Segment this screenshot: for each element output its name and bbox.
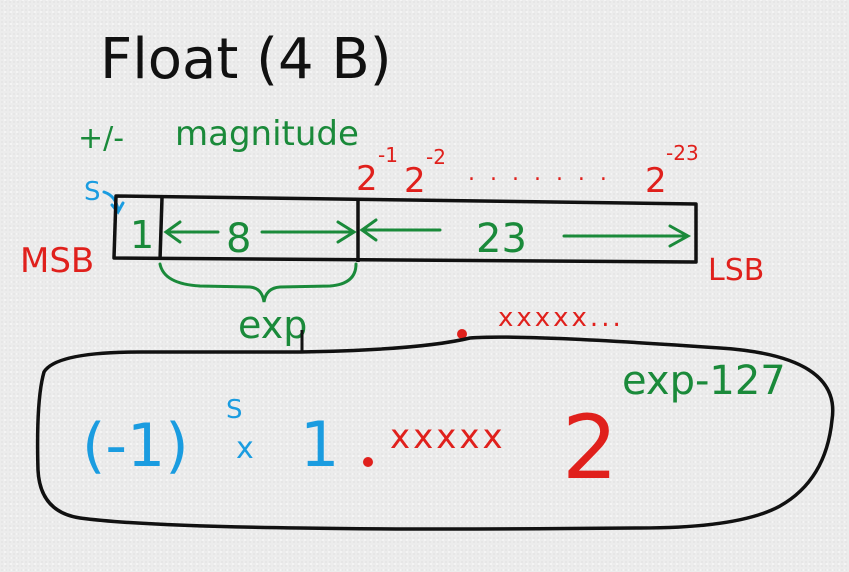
formula: (-1) S x 1 xxxxx 2 exp-127	[82, 358, 786, 499]
lsb-label: LSB	[708, 253, 764, 288]
power-last-exp: -23	[666, 141, 699, 165]
power-second-base: 2	[404, 161, 426, 201]
powers-row: 2 -1 2 -2 . . . . . . . 2 -23	[356, 141, 699, 201]
formula-base: 2	[562, 396, 618, 499]
sign-divider	[158, 197, 164, 261]
formula-sign-exp: S	[226, 395, 243, 425]
mantissa-point-dot	[457, 329, 467, 339]
formula-sign-base: (-1)	[82, 411, 189, 481]
formula-times: x	[236, 431, 254, 466]
mantissa-range-arrows	[359, 218, 692, 248]
formula-one: 1	[300, 408, 339, 481]
mantissa-bits-text: xxxxx...	[498, 303, 624, 333]
power-first-exp: -1	[378, 143, 398, 167]
sign-pointer-arrow	[102, 190, 120, 212]
mantissa-bits-count: 23	[476, 216, 527, 262]
power-second-exp: -2	[426, 145, 446, 169]
power-first-base: 2	[356, 159, 378, 199]
title: Float (4 B)	[100, 27, 392, 92]
exp-brace	[158, 262, 358, 303]
formula-exponent: exp-127	[622, 358, 786, 404]
exp-range-arrows	[163, 220, 357, 244]
sign-bits-count: 1	[130, 213, 154, 257]
power-dots: . . . . . . .	[468, 161, 611, 186]
bit-layout-box	[112, 194, 698, 264]
exp-bits-count: 8	[226, 216, 251, 262]
formula-outline	[35, 335, 835, 531]
magnitude-label: magnitude	[175, 114, 359, 154]
formula-point-dot	[363, 457, 373, 467]
power-last-base: 2	[645, 161, 667, 201]
sign-short-label: S	[84, 177, 101, 207]
msb-label: MSB	[20, 241, 94, 281]
exp-label: exp	[238, 303, 307, 347]
sign-range-label: +/-	[78, 121, 124, 156]
formula-bits: xxxxx	[390, 417, 506, 457]
